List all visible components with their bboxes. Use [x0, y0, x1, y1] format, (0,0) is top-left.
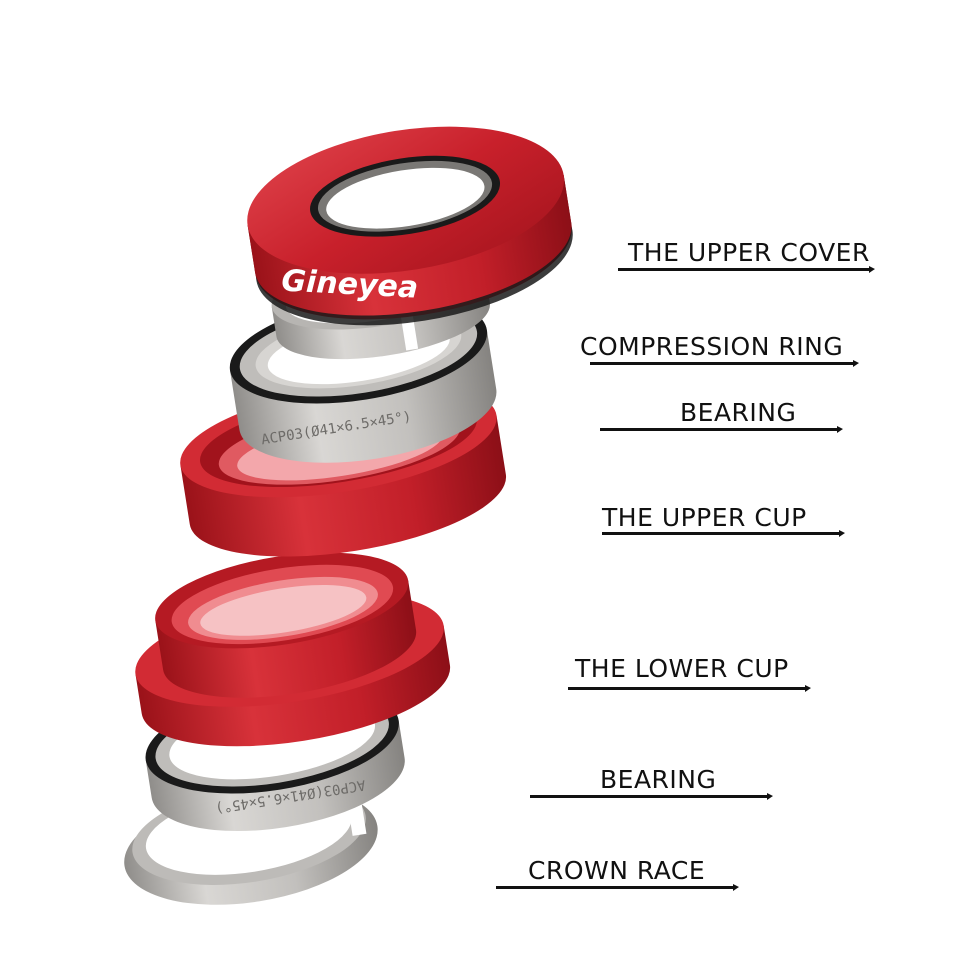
- underline-crown-race: [496, 884, 739, 891]
- label-compression-ring: COMPRESSION RING: [580, 332, 844, 361]
- label-upper-cover: THE UPPER COVER: [628, 238, 870, 267]
- label-upper-cup: THE UPPER CUP: [602, 503, 807, 532]
- label-crown-race: CROWN RACE: [528, 856, 706, 885]
- brand-logo-text: Gineyea: [281, 264, 419, 306]
- upper-cover-part: Gineyea: [247, 126, 573, 326]
- lower-cup-part: [135, 552, 451, 747]
- underline-bearing-upper: [600, 426, 843, 433]
- underline-compression-ring: [590, 360, 859, 367]
- underline-bearing-lower: [530, 793, 773, 800]
- underline-upper-cover: [618, 266, 875, 273]
- underline-upper-cup: [602, 530, 845, 537]
- label-bearing-lower: BEARING: [600, 765, 717, 794]
- underline-lower-cup: [568, 685, 811, 692]
- label-lower-cup: THE LOWER CUP: [575, 654, 789, 683]
- label-bearing-upper: BEARING: [680, 398, 797, 427]
